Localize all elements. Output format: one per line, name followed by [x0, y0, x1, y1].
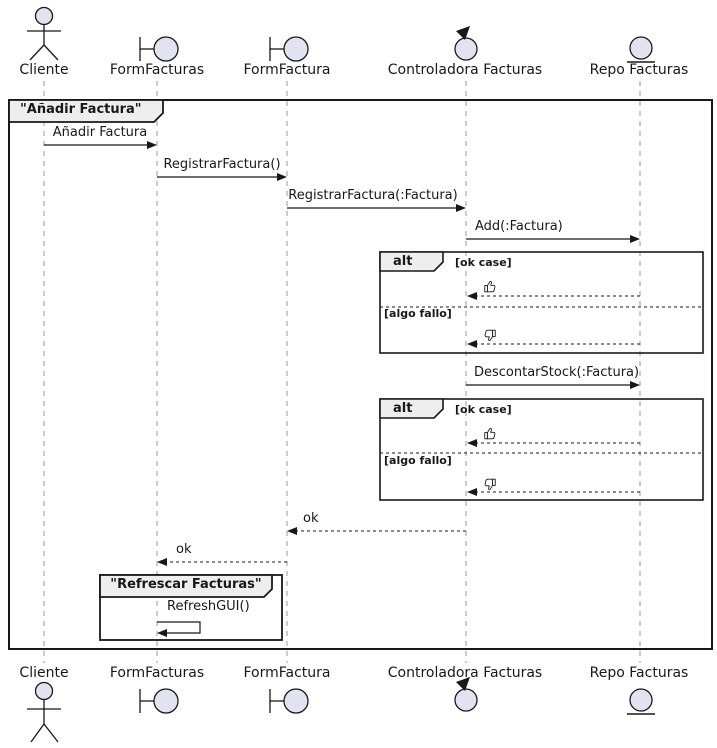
return-label-ok-2: ok: [176, 542, 192, 557]
frame-refrescar-tab: [99, 574, 273, 598]
frame-anadir-factura-tab: [8, 99, 164, 123]
actor-icon-cliente-top: [27, 6, 61, 61]
message-anadir-factura-arrow: [44, 141, 157, 149]
alt-fragment-2: [379, 398, 704, 501]
message-registrarfactura-arrow: [157, 173, 287, 181]
thumbs-up-icon: [484, 280, 496, 293]
frame-anadir-factura-border: [8, 99, 713, 650]
message-label-add-factura: Add(:Factura): [475, 219, 563, 234]
alt-1-guard-fail: [algo fallo]: [384, 307, 452, 320]
participant-label-repo-top: Repo Facturas: [589, 62, 689, 78]
return-ok-to-formfacturas-arrow: [157, 558, 287, 566]
return-ok-to-formfactura-arrow: [287, 527, 466, 535]
alt-2-guard-ok: [ok case]: [455, 403, 512, 416]
boundary-icon-formfacturas-bottom: [139, 688, 179, 714]
participant-label-controladora-bottom: Controladora Facturas: [387, 665, 543, 681]
frame-refrescar-facturas: [99, 574, 283, 641]
message-registrarfactura-factura-arrow: [287, 204, 466, 212]
return-label-ok-1: ok: [303, 511, 319, 526]
actor-head: [34, 6, 54, 26]
self-message-refreshgui-arrow: [157, 621, 201, 637]
control-icon-controladora-bottom: [454, 677, 478, 712]
thumbs-up-icon: [484, 427, 496, 440]
alt-2-tab: [379, 398, 444, 419]
message-label-anadir-factura: Añadir Factura: [52, 125, 148, 140]
actor-head: [34, 681, 54, 701]
message-add-factura-arrow: [466, 235, 640, 243]
thumbs-down-icon: [484, 478, 496, 491]
frame-title-anadir-factura: "Añadir Factura": [20, 102, 142, 117]
message-label-registrarfactura-arg: RegistrarFactura(:Factura): [288, 188, 458, 203]
alt-1-return-fail-arrow: [467, 340, 640, 348]
control-arrow: [456, 26, 470, 40]
entity-icon-repo-top: [627, 36, 655, 63]
boundary-icon-formfactura-top: [269, 36, 309, 62]
alt-1-border: [379, 251, 704, 354]
alt-2-border: [379, 398, 704, 501]
lifelines: [43, 81, 641, 663]
participant-label-formfacturas-bottom: FormFacturas: [109, 665, 205, 681]
alt-2-return-fail-arrow: [467, 488, 640, 496]
message-label-descontarstock: DescontarStock(:Factura): [474, 365, 640, 380]
participant-label-controladora-top: Controladora Facturas: [387, 62, 543, 78]
control-icon-controladora-top: [454, 26, 478, 61]
participant-label-cliente-top: Cliente: [19, 62, 69, 78]
message-label-registrarfactura: RegistrarFactura(): [163, 157, 281, 172]
entity-icon-repo-bottom: [627, 688, 655, 715]
control-arrow: [456, 677, 470, 691]
participant-label-repo-bottom: Repo Facturas: [589, 665, 689, 681]
participant-label-formfactura-top: FormFactura: [243, 62, 331, 78]
alt-1-operator: alt: [393, 254, 413, 269]
alt-fragment-1: [379, 251, 704, 354]
boundary-icon-formfactura-bottom: [269, 688, 309, 714]
message-label-refreshgui: RefreshGUI(): [167, 599, 250, 614]
participant-label-formfacturas-top: FormFacturas: [109, 62, 205, 78]
participant-label-formfactura-bottom: FormFactura: [243, 665, 331, 681]
alt-1-guard-ok: [ok case]: [455, 256, 512, 269]
thumbs-down-icon: [484, 329, 496, 342]
alt-2-operator: alt: [393, 401, 413, 416]
alt-1-tab: [379, 251, 444, 272]
alt-1-return-ok-arrow: [467, 292, 640, 300]
actor-icon-cliente-bottom: [27, 681, 61, 743]
alt-2-guard-fail: [algo fallo]: [384, 454, 452, 467]
message-descontarstock-arrow: [466, 381, 640, 389]
alt-2-return-ok-arrow: [467, 439, 640, 447]
boundary-icon-formfacturas-top: [139, 36, 179, 62]
participant-label-cliente-bottom: Cliente: [19, 665, 69, 681]
frame-title-refrescar-facturas: "Refrescar Facturas": [110, 577, 262, 592]
